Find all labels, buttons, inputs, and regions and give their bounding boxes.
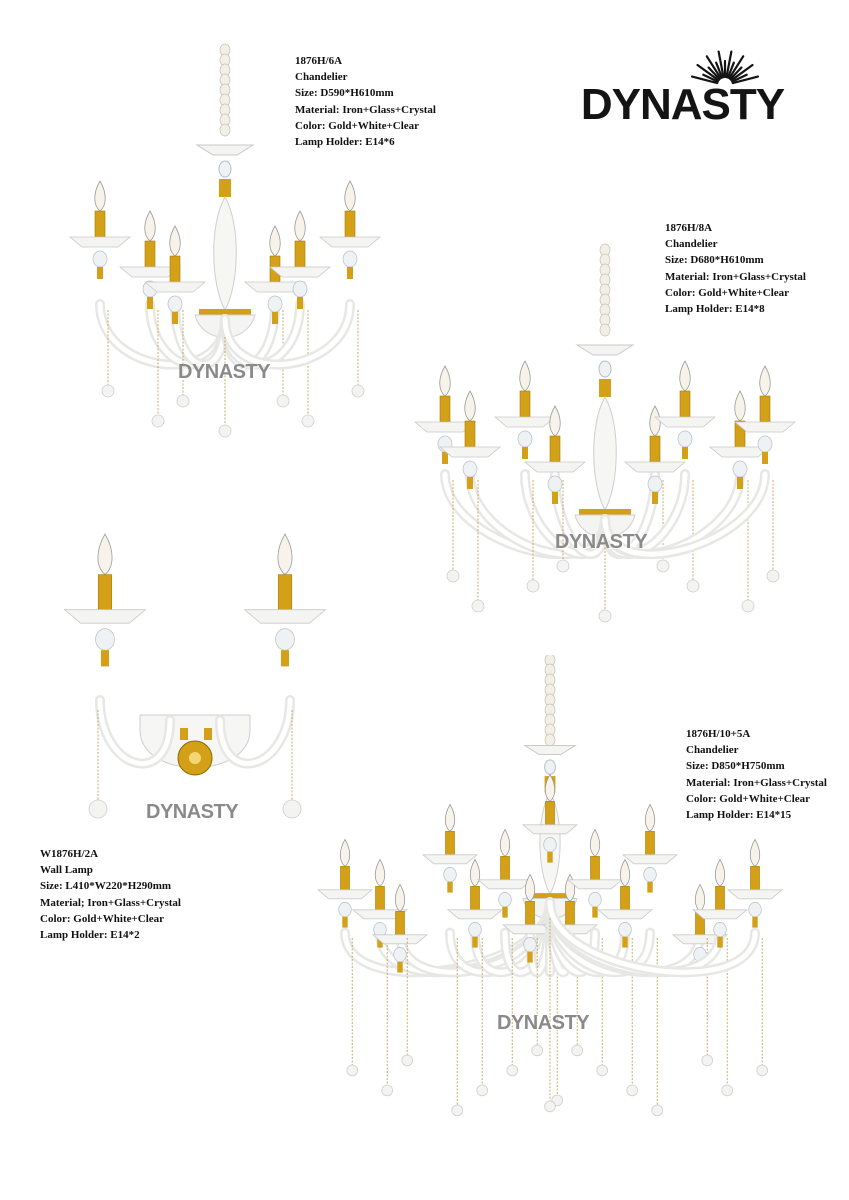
sunburst-icon [690, 50, 760, 85]
product-color: Color: Gold+White+Clear [686, 792, 811, 805]
product-lamp-holder: Lamp Holder: E14*15 [686, 809, 792, 822]
product-material: Material: Iron+Glass+Crystal [295, 103, 436, 116]
brand-logo-text: DYNASTY [580, 80, 785, 129]
product-size: Size: L410*W220*H290mm [40, 880, 172, 893]
chandelier-8-arm-image [413, 243, 797, 623]
product-spec-1876h-10-5a: 1876H/10+5A Chandelier Size: D850*H750mm… [686, 726, 827, 823]
product-color: Color: Gold+White+Clear [295, 119, 420, 132]
watermark-logo: DYNASTY [178, 361, 271, 383]
product-type: Chandelier [686, 744, 739, 757]
product-type: Wall Lamp [40, 864, 93, 877]
product-code: 1876H/6A [295, 55, 343, 67]
product-type: Chandelier [295, 71, 348, 84]
product-color: Color: Gold+White+Clear [40, 912, 165, 925]
chandelier-6-arm-image [68, 43, 382, 438]
product-code: W1876H/2A [40, 848, 99, 860]
product-lamp-holder: Lamp Holder: E14*6 [295, 136, 395, 149]
watermark-logo: DYNASTY [146, 801, 239, 823]
product-color: Color: Gold+White+Clear [665, 286, 790, 299]
product-lamp-holder: Lamp Holder: E14*2 [40, 929, 140, 942]
product-code: 1876H/10+5A [686, 728, 751, 740]
product-size: Size: D590*H610mm [295, 87, 394, 100]
product-spec-1876h-8a: 1876H/8A Chandelier Size: D680*H610mm Ma… [665, 220, 806, 317]
chandelier-15-arm-image [316, 655, 784, 1117]
product-material: Material: Iron+Glass+Crystal [686, 776, 827, 789]
watermark-logo: DYNASTY [555, 531, 648, 553]
product-spec-1876h-6a: 1876H/6A Chandelier Size: D590*H610mm Ma… [295, 53, 436, 150]
brand-logo: DYNASTY [560, 45, 805, 130]
watermark-logo: DYNASTY [497, 1012, 590, 1034]
product-type: Chandelier [665, 238, 718, 251]
product-size: Size: D850*H750mm [686, 760, 785, 773]
product-material: Material; Iron+Glass+Crystal [40, 896, 181, 909]
product-material: Material: Iron+Glass+Crystal [665, 270, 806, 283]
product-lamp-holder: Lamp Holder: E14*8 [665, 303, 765, 316]
product-code: 1876H/8A [665, 222, 713, 234]
wall-lamp-2-arm-image [63, 533, 327, 819]
product-spec-w1876h-2a: W1876H/2A Wall Lamp Size: L410*W220*H290… [40, 846, 181, 943]
product-size: Size: D680*H610mm [665, 254, 764, 267]
